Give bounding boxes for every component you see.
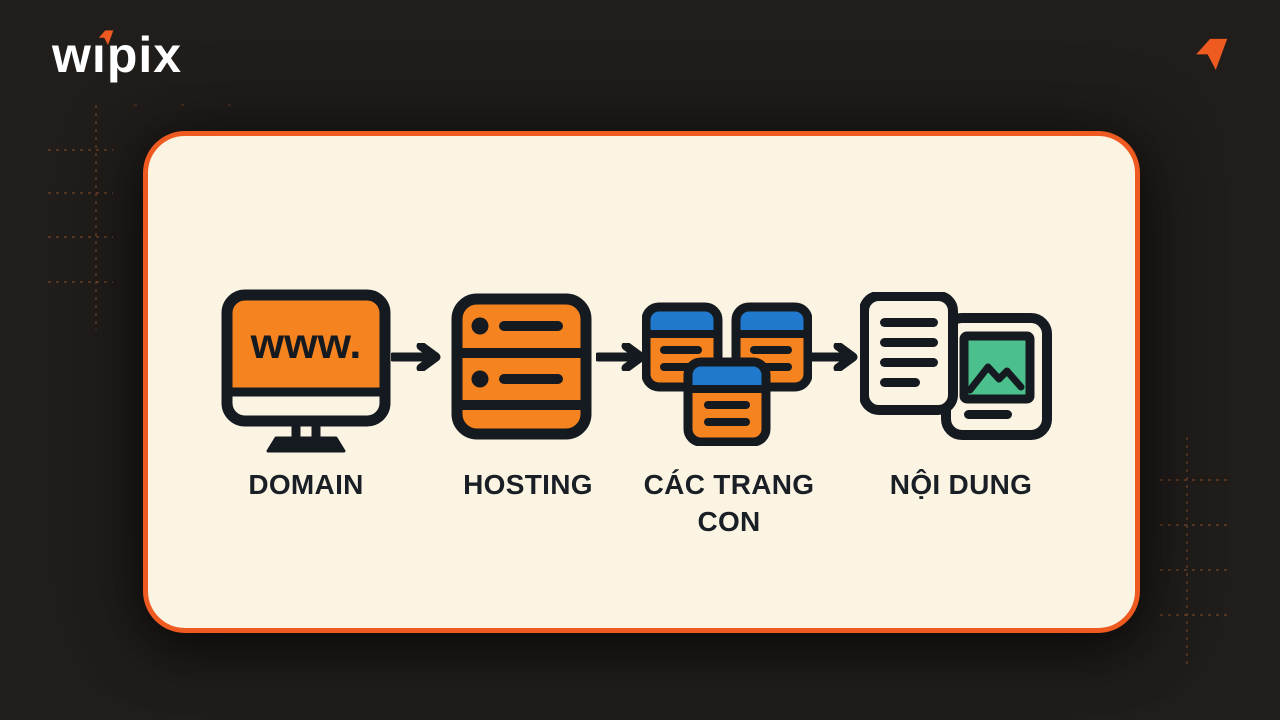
step-label-content: NỘI DUNG xyxy=(889,469,1033,500)
diagram-card: www. xyxy=(143,131,1140,633)
document-with-image-icon xyxy=(860,292,1052,440)
browser-windows-icon xyxy=(642,302,812,446)
monitor-screen-text: www. xyxy=(250,320,362,368)
text-document xyxy=(860,292,958,415)
monitor-www-icon: www. xyxy=(221,289,391,453)
corner-arrow-flag-icon xyxy=(1196,38,1228,70)
flow-arrow-icon xyxy=(596,343,646,371)
flow-arrow-icon xyxy=(391,343,441,371)
logo-arrow-flag-icon xyxy=(98,30,114,45)
step-label-subpages: CÁC TRANG CON xyxy=(643,469,815,537)
logo-text-segment: w xyxy=(52,27,92,83)
logo-text-segment: ı xyxy=(91,27,107,83)
logo-text-segment: pix xyxy=(106,27,183,83)
browser-window xyxy=(683,357,771,446)
image-document xyxy=(941,313,1052,440)
step-label-domain: DOMAIN xyxy=(248,469,364,500)
mountain-glyph xyxy=(966,363,1025,394)
flow-arrow-icon xyxy=(808,343,858,371)
brand-logo: wıpix xyxy=(52,30,182,80)
step-label-hosting: HOSTING xyxy=(463,469,593,500)
server-rack-icon xyxy=(451,293,592,440)
